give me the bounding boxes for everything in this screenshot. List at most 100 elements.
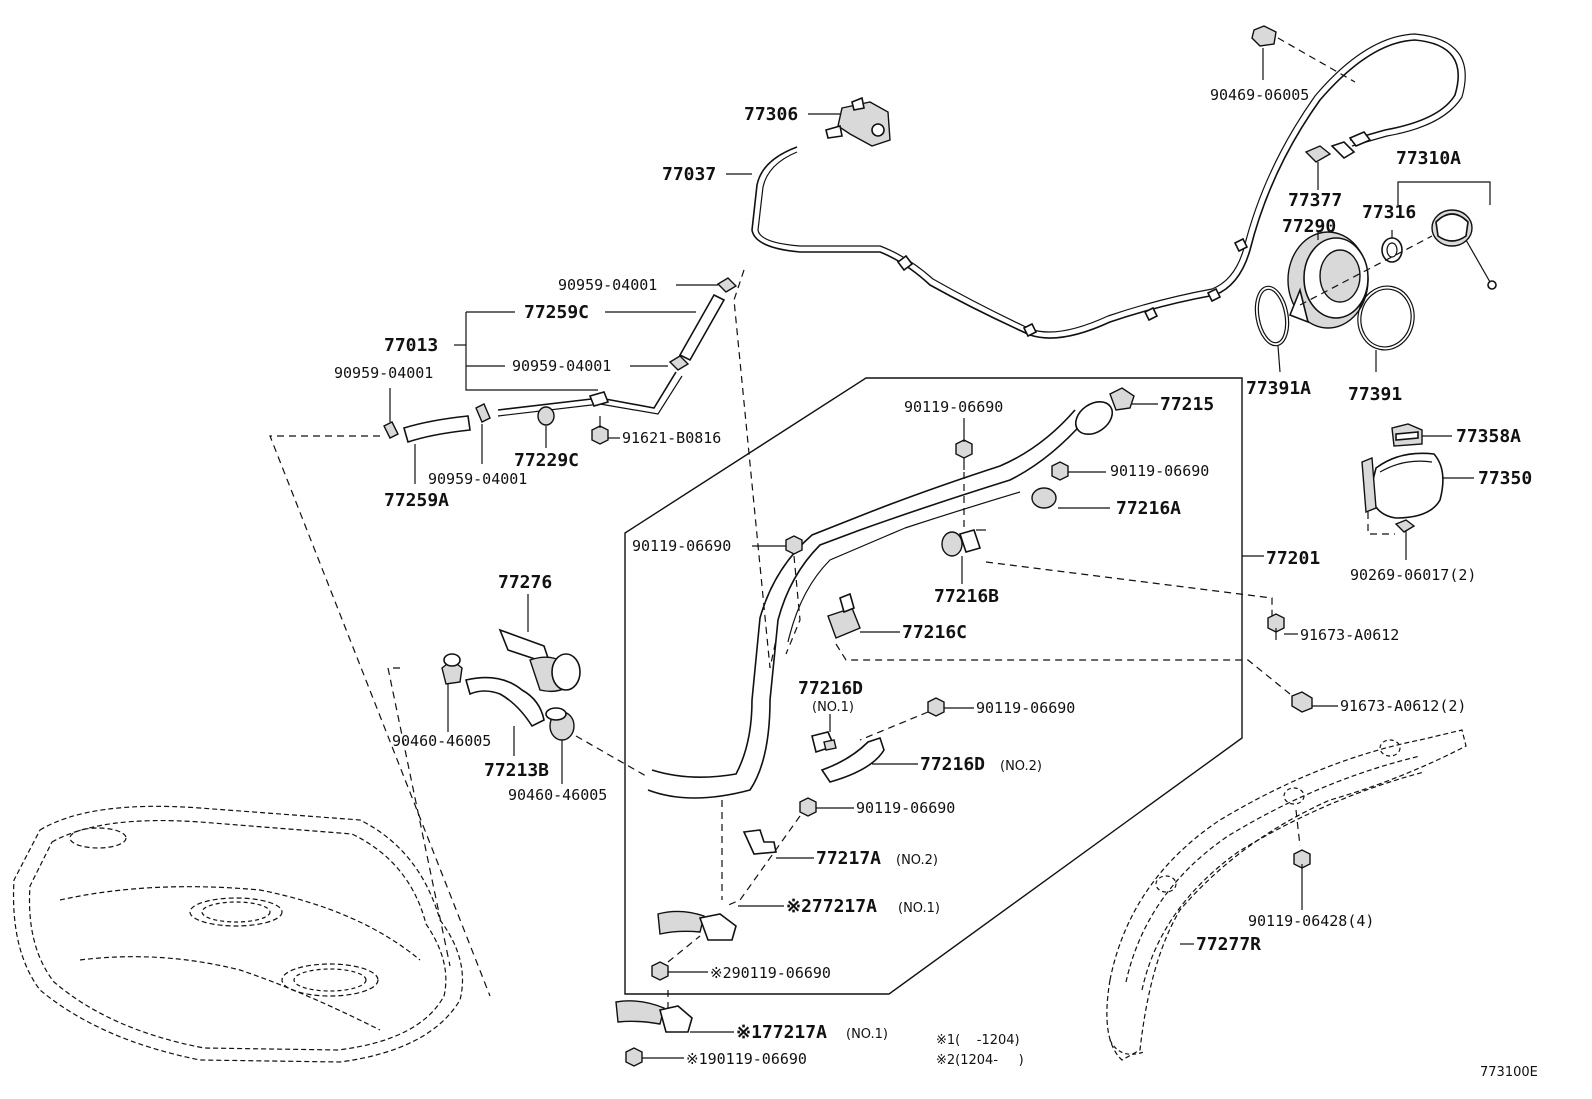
fuel-tank-icon	[12, 805, 464, 1063]
label-77316: 77316	[1362, 202, 1416, 223]
label-90119-06690-a: 90119-06690	[904, 398, 1003, 416]
label-77391A: 77391A	[1246, 378, 1311, 399]
clip-bot	[475, 403, 491, 423]
label-90460-46005-b: 90460-46005	[508, 786, 607, 804]
filler-pipe-77201	[647, 419, 1086, 799]
label-90959-04001-mid: 90959-04001	[512, 357, 611, 375]
label-77259A: 77259A	[384, 490, 449, 511]
clip-icon	[1251, 25, 1277, 47]
hose-77259C	[678, 293, 726, 362]
label-90119-06428: 90119-06428(4)	[1248, 912, 1374, 930]
label-2-77217A-sub: (NO.1)	[898, 901, 940, 916]
bolt-icon	[625, 1047, 643, 1067]
bracket-77217A-no1-b	[615, 1000, 693, 1033]
o-ring-77391	[1357, 285, 1415, 351]
label-90119-06690-e: 90119-06690	[856, 799, 955, 817]
fuel-lid-hinge-77358A	[1391, 423, 1423, 447]
bolt-icon	[955, 439, 973, 470]
clamp-77216B	[941, 529, 986, 557]
bolt-icon	[651, 961, 669, 981]
label-77310A: 77310A	[1396, 148, 1461, 169]
label-2-90119-06690: ※290119-06690	[710, 964, 831, 982]
bolt-icon	[927, 697, 945, 717]
clamp-77216A	[1031, 487, 1057, 509]
bracket-77216D-no2	[820, 736, 885, 783]
bracket-77217A-no2	[742, 829, 777, 855]
bracket-77217A-no1-a	[657, 910, 737, 941]
bolt-icon	[591, 416, 609, 445]
label-77216D-no2: 77216D	[920, 754, 985, 775]
label-77306: 77306	[744, 104, 798, 125]
cable-end-77377	[1304, 131, 1372, 163]
label-90959-04001-top: 90959-04001	[558, 276, 657, 294]
clip-77215	[1109, 387, 1135, 411]
bolt-icon	[1291, 691, 1313, 713]
clip-left	[383, 421, 399, 439]
label-90119-06690-b: 90119-06690	[1110, 462, 1209, 480]
clip-mid	[668, 355, 690, 371]
bolt-icon	[1051, 461, 1069, 481]
dashed-77216B	[985, 561, 1273, 620]
leader-77310A	[1397, 181, 1491, 205]
dashed-90469	[1277, 37, 1356, 83]
gasket-77316	[1381, 237, 1403, 263]
filler-pipe-breather	[787, 491, 1021, 643]
filler-housing-77290	[1287, 231, 1369, 329]
bolt-icon	[785, 535, 803, 555]
dashed-hose-to-pipe	[575, 735, 647, 777]
hose-clamp-icon	[545, 707, 575, 741]
label-90119-06690-d: 90119-06690	[976, 699, 1075, 717]
label-77216D-no2-sub: (NO.2)	[1000, 759, 1042, 774]
dashed-77216C	[835, 643, 1291, 695]
fuel-lid-lock-77306	[825, 96, 891, 147]
label-77277R: 77277R	[1196, 934, 1261, 955]
label-91673-A0612-2: 91673-A0612(2)	[1340, 697, 1466, 715]
label-90959-04001-left: 90959-04001	[334, 364, 433, 382]
filler-pipe-neck	[1074, 400, 1114, 436]
label-77013: 77013	[384, 335, 438, 356]
dashed-left-frame	[269, 435, 491, 997]
dashed-90119-c	[785, 555, 801, 655]
label-77259C: 77259C	[524, 302, 589, 323]
dashed-90119-d	[859, 711, 929, 741]
fuel-opener-cable	[751, 39, 1459, 339]
label-77350: 77350	[1478, 468, 1532, 489]
dashed-left-frame-b	[387, 667, 451, 967]
label-1-77217A-sub: (NO.1)	[846, 1027, 888, 1042]
label-77201: 77201	[1266, 548, 1320, 569]
leader-77013	[465, 312, 598, 391]
leader-77391A	[1277, 345, 1281, 373]
label-77276: 77276	[498, 572, 552, 593]
label-77290: 77290	[1282, 216, 1336, 237]
label-77037: 77037	[662, 164, 716, 185]
label-2-77217A: ※277217A	[786, 896, 877, 917]
label-77229C: 77229C	[514, 450, 579, 471]
label-77216B: 77216B	[934, 586, 999, 607]
label-77391: 77391	[1348, 384, 1402, 405]
hose-77276	[498, 628, 581, 693]
label-77216C: 77216C	[902, 622, 967, 643]
label-91621-B0816: 91621-B0816	[622, 429, 721, 447]
label-91673-A0612: 91673-A0612	[1300, 626, 1399, 644]
label-90119-06690-c: 90119-06690	[632, 537, 731, 555]
o-ring-77391A	[1254, 285, 1290, 347]
label-77377: 77377	[1288, 190, 1342, 211]
hose-77213B	[465, 676, 545, 728]
fuel-lid-77350	[1361, 452, 1444, 519]
o-ring-77391A-inner	[1257, 288, 1287, 344]
bolt-icon	[1293, 849, 1311, 880]
label-90269-06017: 90269-06017(2)	[1350, 566, 1476, 584]
label-77358A: 77358A	[1456, 426, 1521, 447]
label-77216D-no1-sub: (NO.1)	[812, 700, 854, 715]
dashed-77350	[1367, 512, 1395, 535]
label-77213B: 77213B	[484, 760, 549, 781]
vent-bracket	[588, 391, 610, 407]
hose-77259A	[403, 415, 471, 444]
cable-clips	[896, 237, 1249, 338]
label-90959-04001-bot: 90959-04001	[428, 470, 527, 488]
hose-clamp-icon	[441, 653, 463, 685]
label-77215: 77215	[1160, 394, 1214, 415]
fuel-opener-cable-inner	[757, 33, 1466, 333]
clamp-77216C	[827, 592, 861, 639]
